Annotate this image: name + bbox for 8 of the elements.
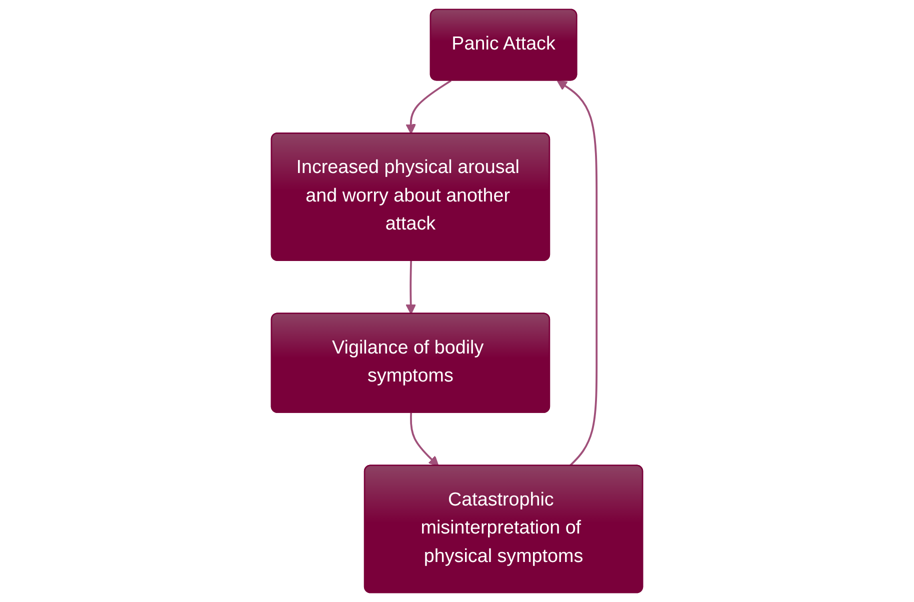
process-box: Panic Attack <box>430 8 578 81</box>
process-box: Vigilance of bodily symptoms <box>270 312 550 413</box>
arrow <box>556 80 598 467</box>
arrow <box>406 260 416 314</box>
process-box: Increased physical arousal and worry about another attack <box>270 132 550 261</box>
process-box: Catastrophic misinterpretation of physical symptoms <box>364 464 644 594</box>
arrow <box>406 80 452 134</box>
arrow <box>410 412 439 466</box>
